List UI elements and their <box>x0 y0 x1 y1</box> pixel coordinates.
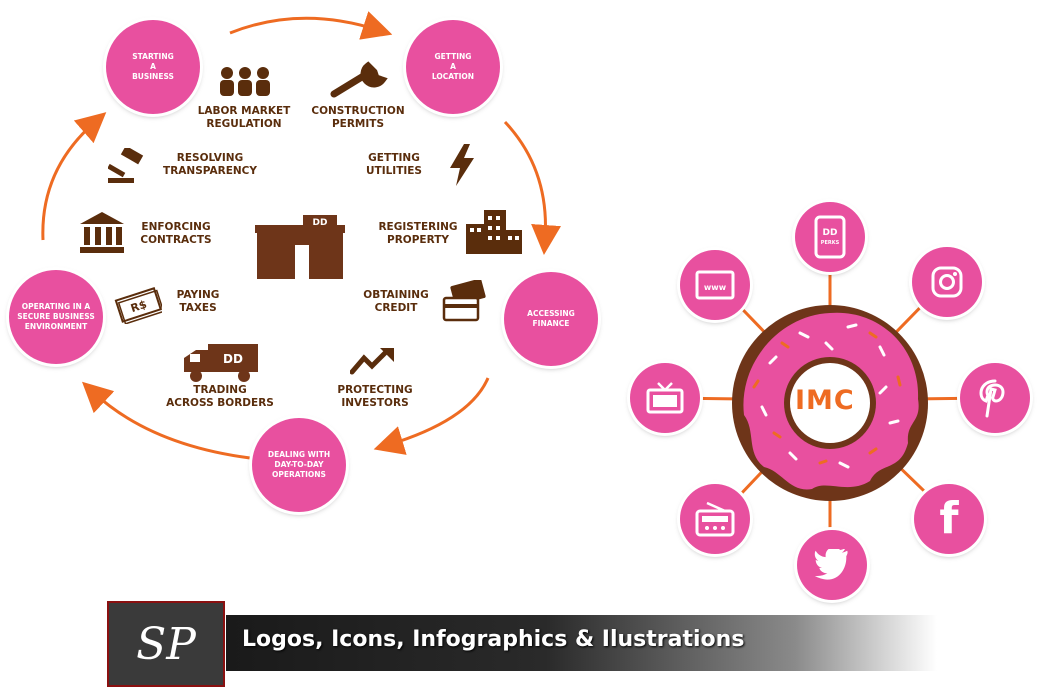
gavel-icon <box>108 148 144 183</box>
cycle-arrows <box>41 11 562 460</box>
label-resolving-transparency: RESOLVING TRANSPARENCY <box>163 152 257 177</box>
money-icon: R$ <box>114 287 162 324</box>
tv-icon <box>646 382 684 414</box>
label-paying-taxes: PAYING TAXES <box>176 289 220 314</box>
pinterest-icon <box>979 379 1005 418</box>
label-protecting-investors: PROTECTING INVESTORS <box>337 384 413 409</box>
credit-card-icon <box>442 280 486 322</box>
twitter-icon <box>814 549 848 580</box>
stage-accessing-finance: ACCESSING FINANCE <box>504 272 598 366</box>
label-construction-permits: CONSTRUCTION PERMITS <box>311 105 405 130</box>
radio-icon <box>695 501 735 537</box>
trend-up-icon <box>350 348 394 375</box>
channel-tv <box>630 363 700 433</box>
stage-day-to-day-operations: DEALING WITH DAY-TO-DAY OPERATIONS <box>252 418 346 512</box>
facebook-icon: f <box>939 493 959 544</box>
store-icon: DD <box>255 215 345 279</box>
banner-title: Logos, Icons, Infographics & Ilustration… <box>242 627 745 652</box>
channel-web: www <box>680 250 750 320</box>
lightning-icon <box>450 144 474 186</box>
sp-logo-text: SP <box>136 618 196 670</box>
sp-logo: SP <box>107 601 225 687</box>
buildings-icon <box>466 210 522 254</box>
channel-instagram <box>912 247 982 317</box>
channel-twitter <box>797 530 867 600</box>
web-icon: www <box>695 270 735 300</box>
channel-facebook: f <box>914 484 984 554</box>
channel-app: DD PERKS <box>795 202 865 272</box>
label-trading-borders: TRADING ACROSS BORDERS <box>166 384 274 409</box>
money-symbol: R$ <box>129 298 148 315</box>
label-registering-property: REGISTERING PROPERTY <box>378 221 458 246</box>
courthouse-icon <box>80 212 124 253</box>
wrench-icon <box>330 61 388 98</box>
channel-radio <box>680 484 750 554</box>
svg-text:DD: DD <box>823 228 838 238</box>
channel-pinterest <box>960 363 1030 433</box>
stage-getting-location: GETTING A LOCATION <box>406 20 500 114</box>
stage-secure-environment: OPERATING IN A SECURE BUSINESS ENVIRONME… <box>9 270 103 364</box>
imc-center-label: IMC <box>795 385 855 416</box>
label-obtaining-credit: OBTAINING CREDIT <box>363 289 429 314</box>
phone-app-icon: DD PERKS <box>814 215 846 259</box>
svg-text:www: www <box>704 283 727 292</box>
donut-graphic <box>732 305 928 501</box>
truck-sign-text: DD <box>223 352 243 366</box>
label-getting-utilities: GETTING UTILITIES <box>366 152 422 177</box>
instagram-icon <box>931 266 963 298</box>
stage-starting-business: STARTING A BUSINESS <box>106 20 200 114</box>
store-sign-text: DD <box>313 218 328 228</box>
banner-bar <box>226 615 937 671</box>
truck-icon: DD <box>184 344 258 382</box>
label-enforcing-contracts: ENFORCING CONTRACTS <box>140 221 212 246</box>
people-icon <box>220 67 270 96</box>
svg-text:PERKS: PERKS <box>821 240 840 246</box>
label-labor-market: LABOR MARKET REGULATION <box>197 105 291 130</box>
